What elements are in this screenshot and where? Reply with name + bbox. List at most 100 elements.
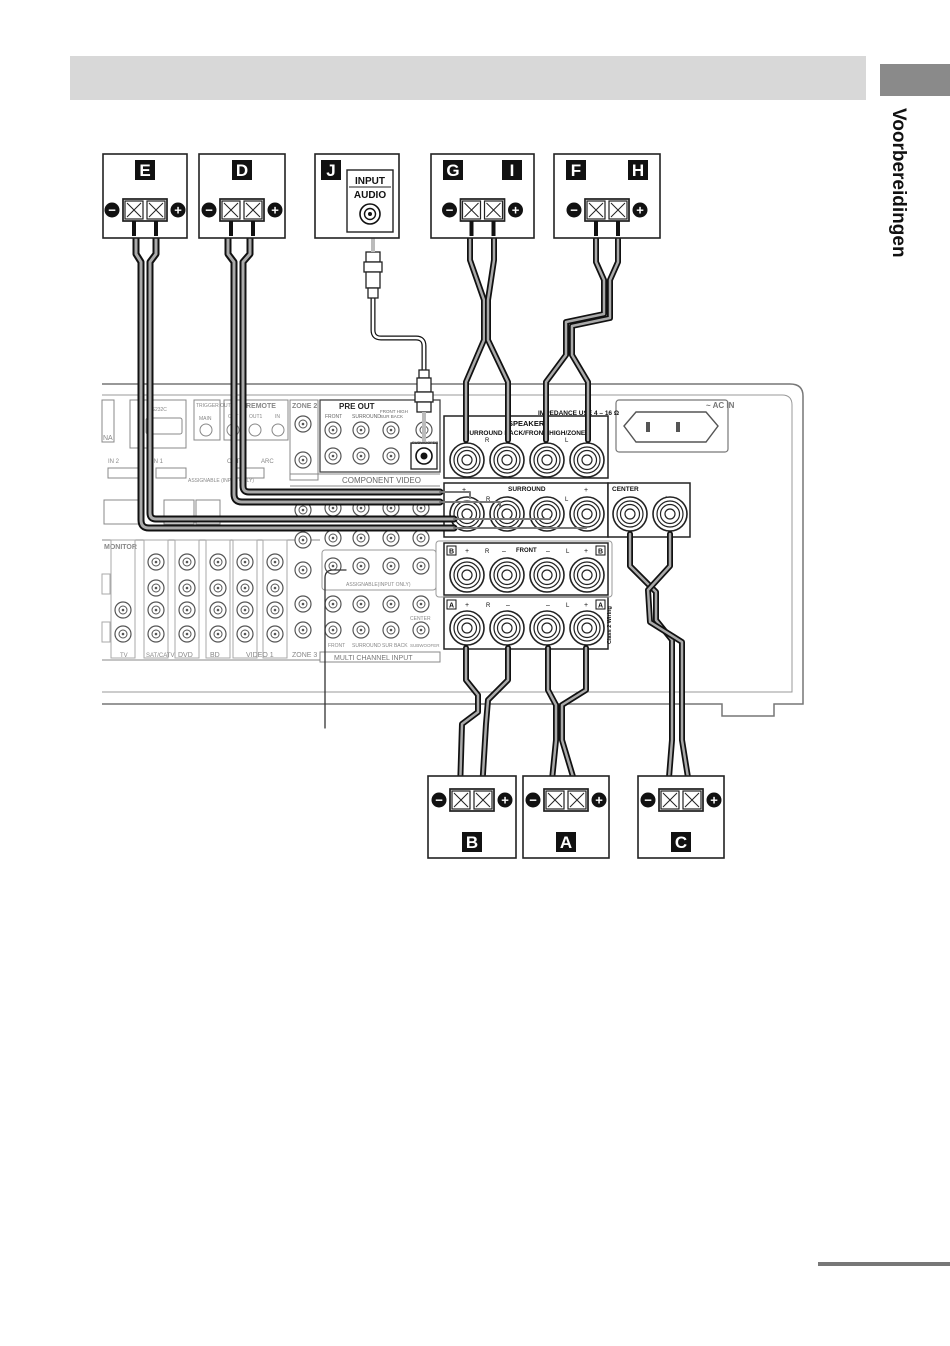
fa-minus1: – [506, 602, 510, 609]
speaker-terminal[interactable] [219, 198, 265, 222]
speaker-terminal[interactable] [449, 788, 495, 812]
subwoofer-input-jack[interactable] [359, 203, 381, 225]
fb-plus1: + [465, 548, 469, 555]
remote-in-label: IN [275, 414, 280, 420]
fa-plus1: + [465, 602, 469, 609]
speaker-letter: J [326, 161, 335, 180]
pre-out-panel [319, 399, 441, 473]
sat-label: SAT/CATV [146, 653, 174, 659]
speaker-letter-tag: J [321, 160, 341, 180]
hdmi-in2[interactable] [107, 467, 139, 479]
fb-minus1: – [502, 548, 506, 555]
fb-plus2: + [584, 548, 588, 555]
remote-label: REMOTE [246, 403, 276, 410]
minus-terminal-label-symbol: − [205, 203, 213, 218]
speaker-e-box: E − + [102, 153, 188, 239]
preout-surback-label: SUR BACK [380, 414, 403, 419]
hdmi-in1[interactable] [155, 467, 187, 479]
speaker-terminal[interactable] [122, 198, 168, 222]
minus-terminal-label: − [201, 202, 217, 218]
front-label: FRONT [516, 548, 537, 554]
plus-terminal-label: + [706, 792, 722, 808]
bd-label: BD [210, 652, 220, 659]
sur-r-label: R [486, 497, 491, 503]
minus-terminal-label: − [104, 202, 120, 218]
preout-front-label: FRONT [325, 414, 342, 420]
speaker-letter: F [571, 161, 581, 180]
trigger-main-label: MAIN [199, 416, 212, 422]
fa-minus2: – [546, 602, 550, 609]
front-a-tag1: A [449, 603, 454, 610]
sur-plus2: + [584, 487, 588, 494]
speaker-letter: C [675, 833, 687, 852]
speaker-terminal[interactable] [584, 198, 630, 222]
speaker-terminal[interactable] [543, 788, 589, 812]
plus-terminal-label-symbol: + [501, 793, 509, 808]
sur-plus1: + [462, 487, 466, 494]
multi-channel-input-label: MULTI CHANNEL INPUT [334, 655, 413, 662]
hdmi-out[interactable] [233, 467, 265, 479]
tv-label: TV [120, 653, 128, 659]
minus-terminal-label-symbol: − [644, 793, 652, 808]
mc-center-label: CENTER [410, 616, 431, 622]
monitor-label: MONITOR [104, 544, 137, 551]
subwoofer-plug-top [363, 232, 383, 299]
minus-terminal-label: − [442, 202, 457, 218]
assignable-hdmi-label: ASSIGNABLE (INPUT ONLY) [188, 478, 254, 484]
video-jack-columns [101, 539, 288, 659]
speaker-letter: E [139, 161, 150, 180]
receiver: ~ AC IN NA RS232C TRIGGER OUT MAIN REMOT… [101, 383, 804, 717]
speaker-letter-tag: B [462, 832, 482, 852]
minus-terminal-label-symbol: − [435, 793, 443, 808]
plus-terminal-label: + [267, 202, 283, 218]
speaker-letter: A [560, 833, 572, 852]
plus-terminal-label-symbol: + [710, 793, 718, 808]
front-a-tag2: A [598, 603, 603, 610]
subwoofer-plug-bottom [414, 369, 434, 442]
speaker-letter-tag: I [502, 160, 522, 180]
speaker-letter-tag: A [556, 832, 576, 852]
speaker-terminal[interactable] [459, 198, 506, 222]
fb-l: L [566, 549, 570, 555]
hdmi-in1-label: IN 1 [152, 459, 164, 465]
speaker-terminal[interactable] [658, 788, 704, 812]
minus-terminal-label: − [566, 202, 582, 218]
plus-terminal-label-symbol: + [271, 203, 279, 218]
speaker-letter-tag: H [628, 160, 648, 180]
plus-terminal-label-symbol: + [595, 793, 603, 808]
mc-surround-label: SURROUND [352, 643, 381, 649]
fb-minus2: – [546, 548, 550, 555]
antenna-label: NA [103, 435, 113, 442]
plus-terminal-label: + [591, 792, 607, 808]
surround-label: SURROUND [508, 486, 546, 493]
subwoofer-input-label: INPUT [355, 176, 385, 187]
subwoofer-preout-jack[interactable] [410, 442, 438, 470]
dvd-label: DVD [178, 652, 193, 659]
fb-r: R [485, 549, 490, 555]
center-label: CENTER [612, 486, 639, 493]
speaker-letter-tag: G [443, 160, 463, 180]
continue-rule [818, 1262, 950, 1266]
minus-terminal-label: − [640, 792, 656, 808]
video1-label: VIDEO 1 [246, 652, 274, 659]
front-b-tag1: B [449, 549, 454, 556]
ac-inlet[interactable] [623, 411, 719, 443]
speaker-c-box: − + C [637, 775, 725, 859]
speakers-label: SPEAKERS [508, 419, 549, 428]
remote-out1-label: OUT1 [249, 414, 263, 420]
ac-inlet-panel [615, 399, 729, 453]
speaker-b-box: − + B [427, 775, 517, 859]
speaker-cables [132, 226, 693, 793]
ac-in-label: ~ AC IN [706, 401, 735, 410]
mc-front-label: FRONT [328, 643, 345, 649]
speaker-letter-tag: C [671, 832, 691, 852]
subwoofer-jack-label: SUBWOOFER [412, 440, 438, 445]
plus-terminal-label: + [170, 202, 186, 218]
impedance-label: IMPEDANCE USE 4 – 16 Ω [538, 410, 619, 417]
rs232c-port[interactable] [145, 417, 183, 435]
zone3-label: ZONE 3 [292, 652, 317, 659]
trigger-out-label: TRIGGER OUT [196, 403, 231, 409]
minus-terminal-label-symbol: − [446, 203, 454, 218]
